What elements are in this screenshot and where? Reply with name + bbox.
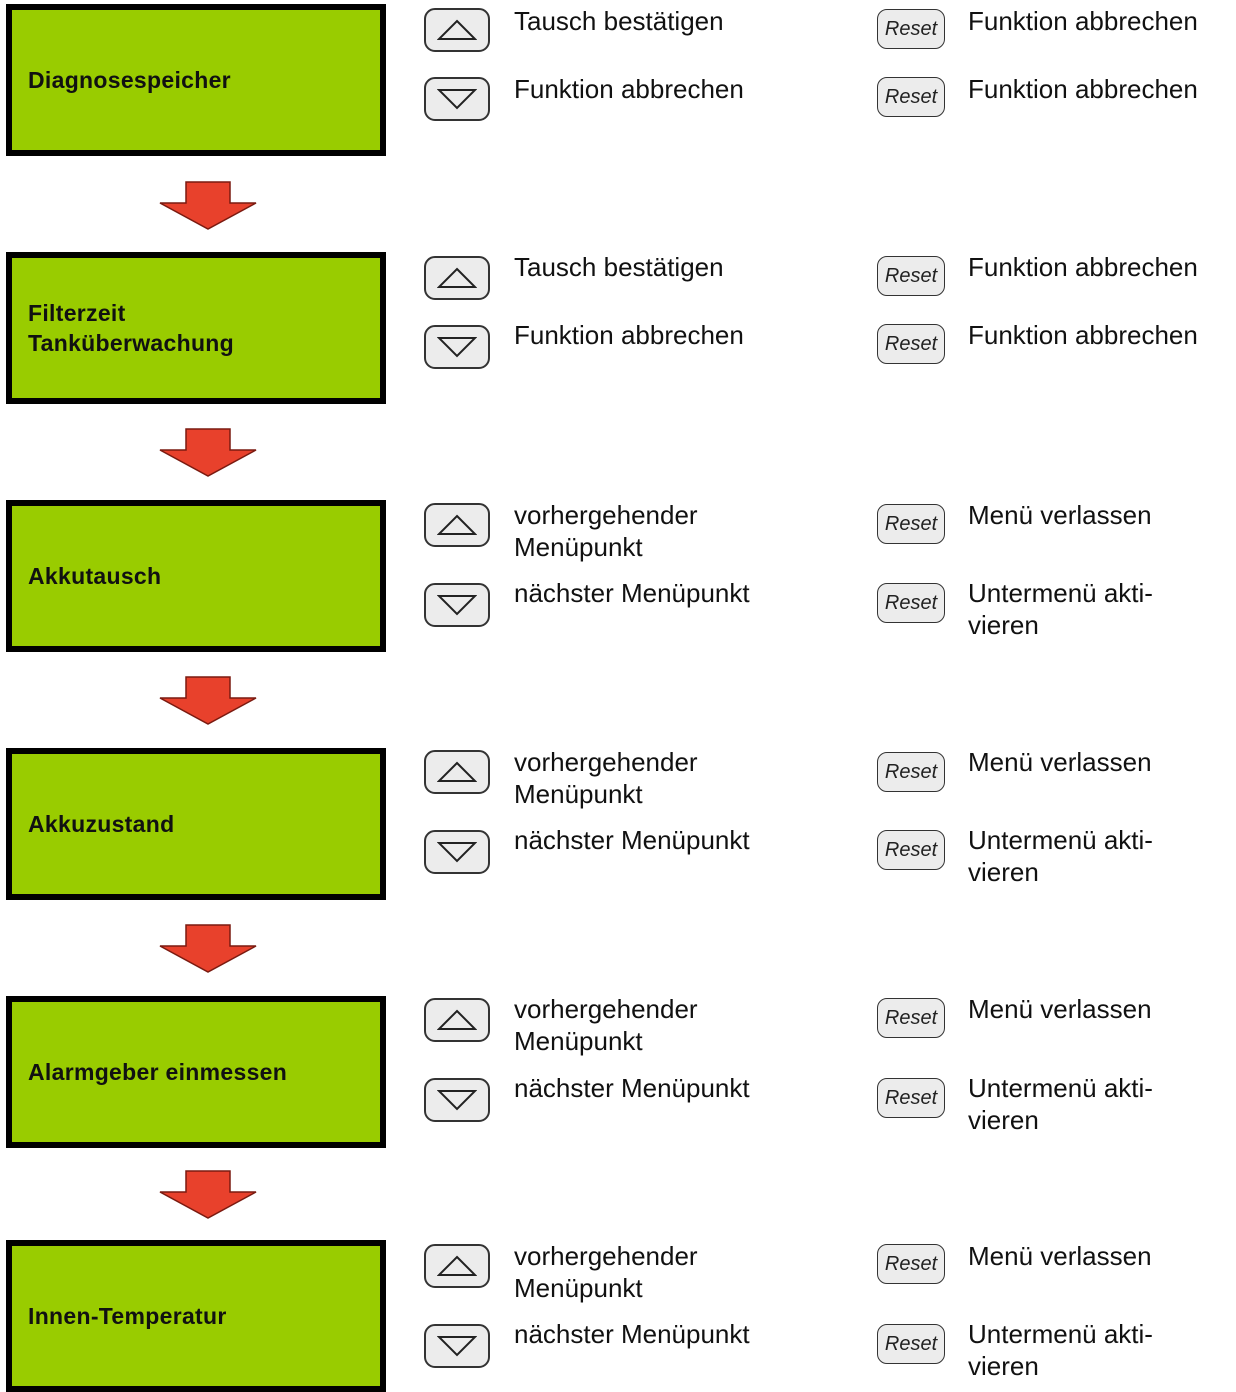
down-key xyxy=(424,830,490,874)
up-key xyxy=(424,1244,490,1288)
reset-key-description: Menü verlassen xyxy=(968,994,1152,1024)
up-key-description: vorhergehender Menüpunkt xyxy=(514,994,698,1056)
down-key xyxy=(424,77,490,121)
reset-key: Reset xyxy=(877,9,945,49)
up-key xyxy=(424,256,490,300)
menu-row: Alarmgeber einmessen vorhergehender Menü… xyxy=(0,992,1236,1148)
reset-key: Reset xyxy=(877,1078,945,1118)
down-key-description: nächster Menüpunkt xyxy=(514,825,750,855)
display-text: Akkuzustand xyxy=(28,811,175,837)
up-key-description: vorhergehender Menüpunkt xyxy=(514,500,698,562)
triangle-up-icon xyxy=(437,514,477,535)
reset-key: Reset xyxy=(877,1244,945,1284)
menu-row: Diagnosespeicher Tausch bestätigen Funkt… xyxy=(0,0,1236,156)
menu-row: Innen-Temperatur vorhergehender Menüpunk… xyxy=(0,1236,1236,1392)
arrow-down-icon xyxy=(159,428,257,477)
menu-row: Akkutausch vorhergehender Menüpunkt näch… xyxy=(0,496,1236,652)
triangle-down-icon xyxy=(437,89,477,110)
reset-key-description: Untermenü akti- vieren xyxy=(968,1073,1153,1135)
reset-key: Reset xyxy=(877,504,945,544)
reset-key: Reset xyxy=(877,1324,945,1364)
reset-key-description: Menü verlassen xyxy=(968,747,1152,777)
up-key-description: vorhergehender Menüpunkt xyxy=(514,1241,698,1303)
triangle-up-icon xyxy=(437,267,477,288)
lcd-display: Akkuzustand xyxy=(6,748,386,900)
reset-key: Reset xyxy=(877,998,945,1038)
down-key-description: nächster Menüpunkt xyxy=(514,1073,750,1103)
display-text: Innen-Temperatur xyxy=(28,1303,227,1329)
lcd-display: Innen-Temperatur xyxy=(6,1240,386,1392)
triangle-up-icon xyxy=(437,761,477,782)
triangle-down-icon xyxy=(437,337,477,358)
lcd-display: Diagnosespeicher xyxy=(6,4,386,156)
reset-key-description: Untermenü akti- vieren xyxy=(968,1319,1153,1381)
down-key xyxy=(424,1324,490,1368)
reset-key-description: Menü verlassen xyxy=(968,1241,1152,1271)
lcd-display: Akkutausch xyxy=(6,500,386,652)
down-key-description: nächster Menüpunkt xyxy=(514,1319,750,1349)
up-key-description: Tausch bestätigen xyxy=(514,252,724,282)
triangle-down-icon xyxy=(437,595,477,616)
down-key-description: nächster Menüpunkt xyxy=(514,578,750,608)
arrow-down-icon xyxy=(159,924,257,973)
up-key xyxy=(424,8,490,52)
reset-key-description: Menü verlassen xyxy=(968,500,1152,530)
down-key xyxy=(424,325,490,369)
triangle-up-icon xyxy=(437,19,477,40)
reset-key: Reset xyxy=(877,830,945,870)
reset-key: Reset xyxy=(877,256,945,296)
up-key-description: Tausch bestätigen xyxy=(514,6,724,36)
down-key xyxy=(424,1078,490,1122)
triangle-up-icon xyxy=(437,1009,477,1030)
reset-key-description: Funktion abbrechen xyxy=(968,252,1198,282)
display-text: Diagnosespeicher xyxy=(28,67,231,93)
down-key xyxy=(424,583,490,627)
up-key xyxy=(424,503,490,547)
triangle-down-icon xyxy=(437,1090,477,1111)
reset-key: Reset xyxy=(877,752,945,792)
up-key-description: vorhergehender Menüpunkt xyxy=(514,747,698,809)
reset-key: Reset xyxy=(877,583,945,623)
lcd-display: Alarmgeber einmessen xyxy=(6,996,386,1148)
display-text: Filterzeit Tanküberwachung xyxy=(28,300,234,356)
arrow-down-icon xyxy=(159,1170,257,1219)
up-key xyxy=(424,998,490,1042)
reset-key: Reset xyxy=(877,324,945,364)
triangle-down-icon xyxy=(437,1336,477,1357)
lcd-display: Filterzeit Tanküberwachung xyxy=(6,252,386,404)
reset-key: Reset xyxy=(877,77,945,117)
triangle-up-icon xyxy=(437,1255,477,1276)
down-key-description: Funktion abbrechen xyxy=(514,74,744,104)
display-text: Alarmgeber einmessen xyxy=(28,1059,288,1085)
arrow-down-icon xyxy=(159,676,257,725)
triangle-down-icon xyxy=(437,842,477,863)
reset-key-description: Untermenü akti- vieren xyxy=(968,578,1153,640)
reset-key-description: Funktion abbrechen xyxy=(968,6,1198,36)
reset-key-description: Funktion abbrechen xyxy=(968,74,1198,104)
up-key xyxy=(424,750,490,794)
arrow-down-icon xyxy=(159,181,257,230)
menu-row: Filterzeit Tanküberwachung Tausch bestät… xyxy=(0,248,1236,404)
reset-key-description: Untermenü akti- vieren xyxy=(968,825,1153,887)
reset-key-description: Funktion abbrechen xyxy=(968,320,1198,350)
menu-row: Akkuzustand vorhergehender Menüpunkt näc… xyxy=(0,744,1236,900)
down-key-description: Funktion abbrechen xyxy=(514,320,744,350)
display-text: Akkutausch xyxy=(28,563,162,589)
